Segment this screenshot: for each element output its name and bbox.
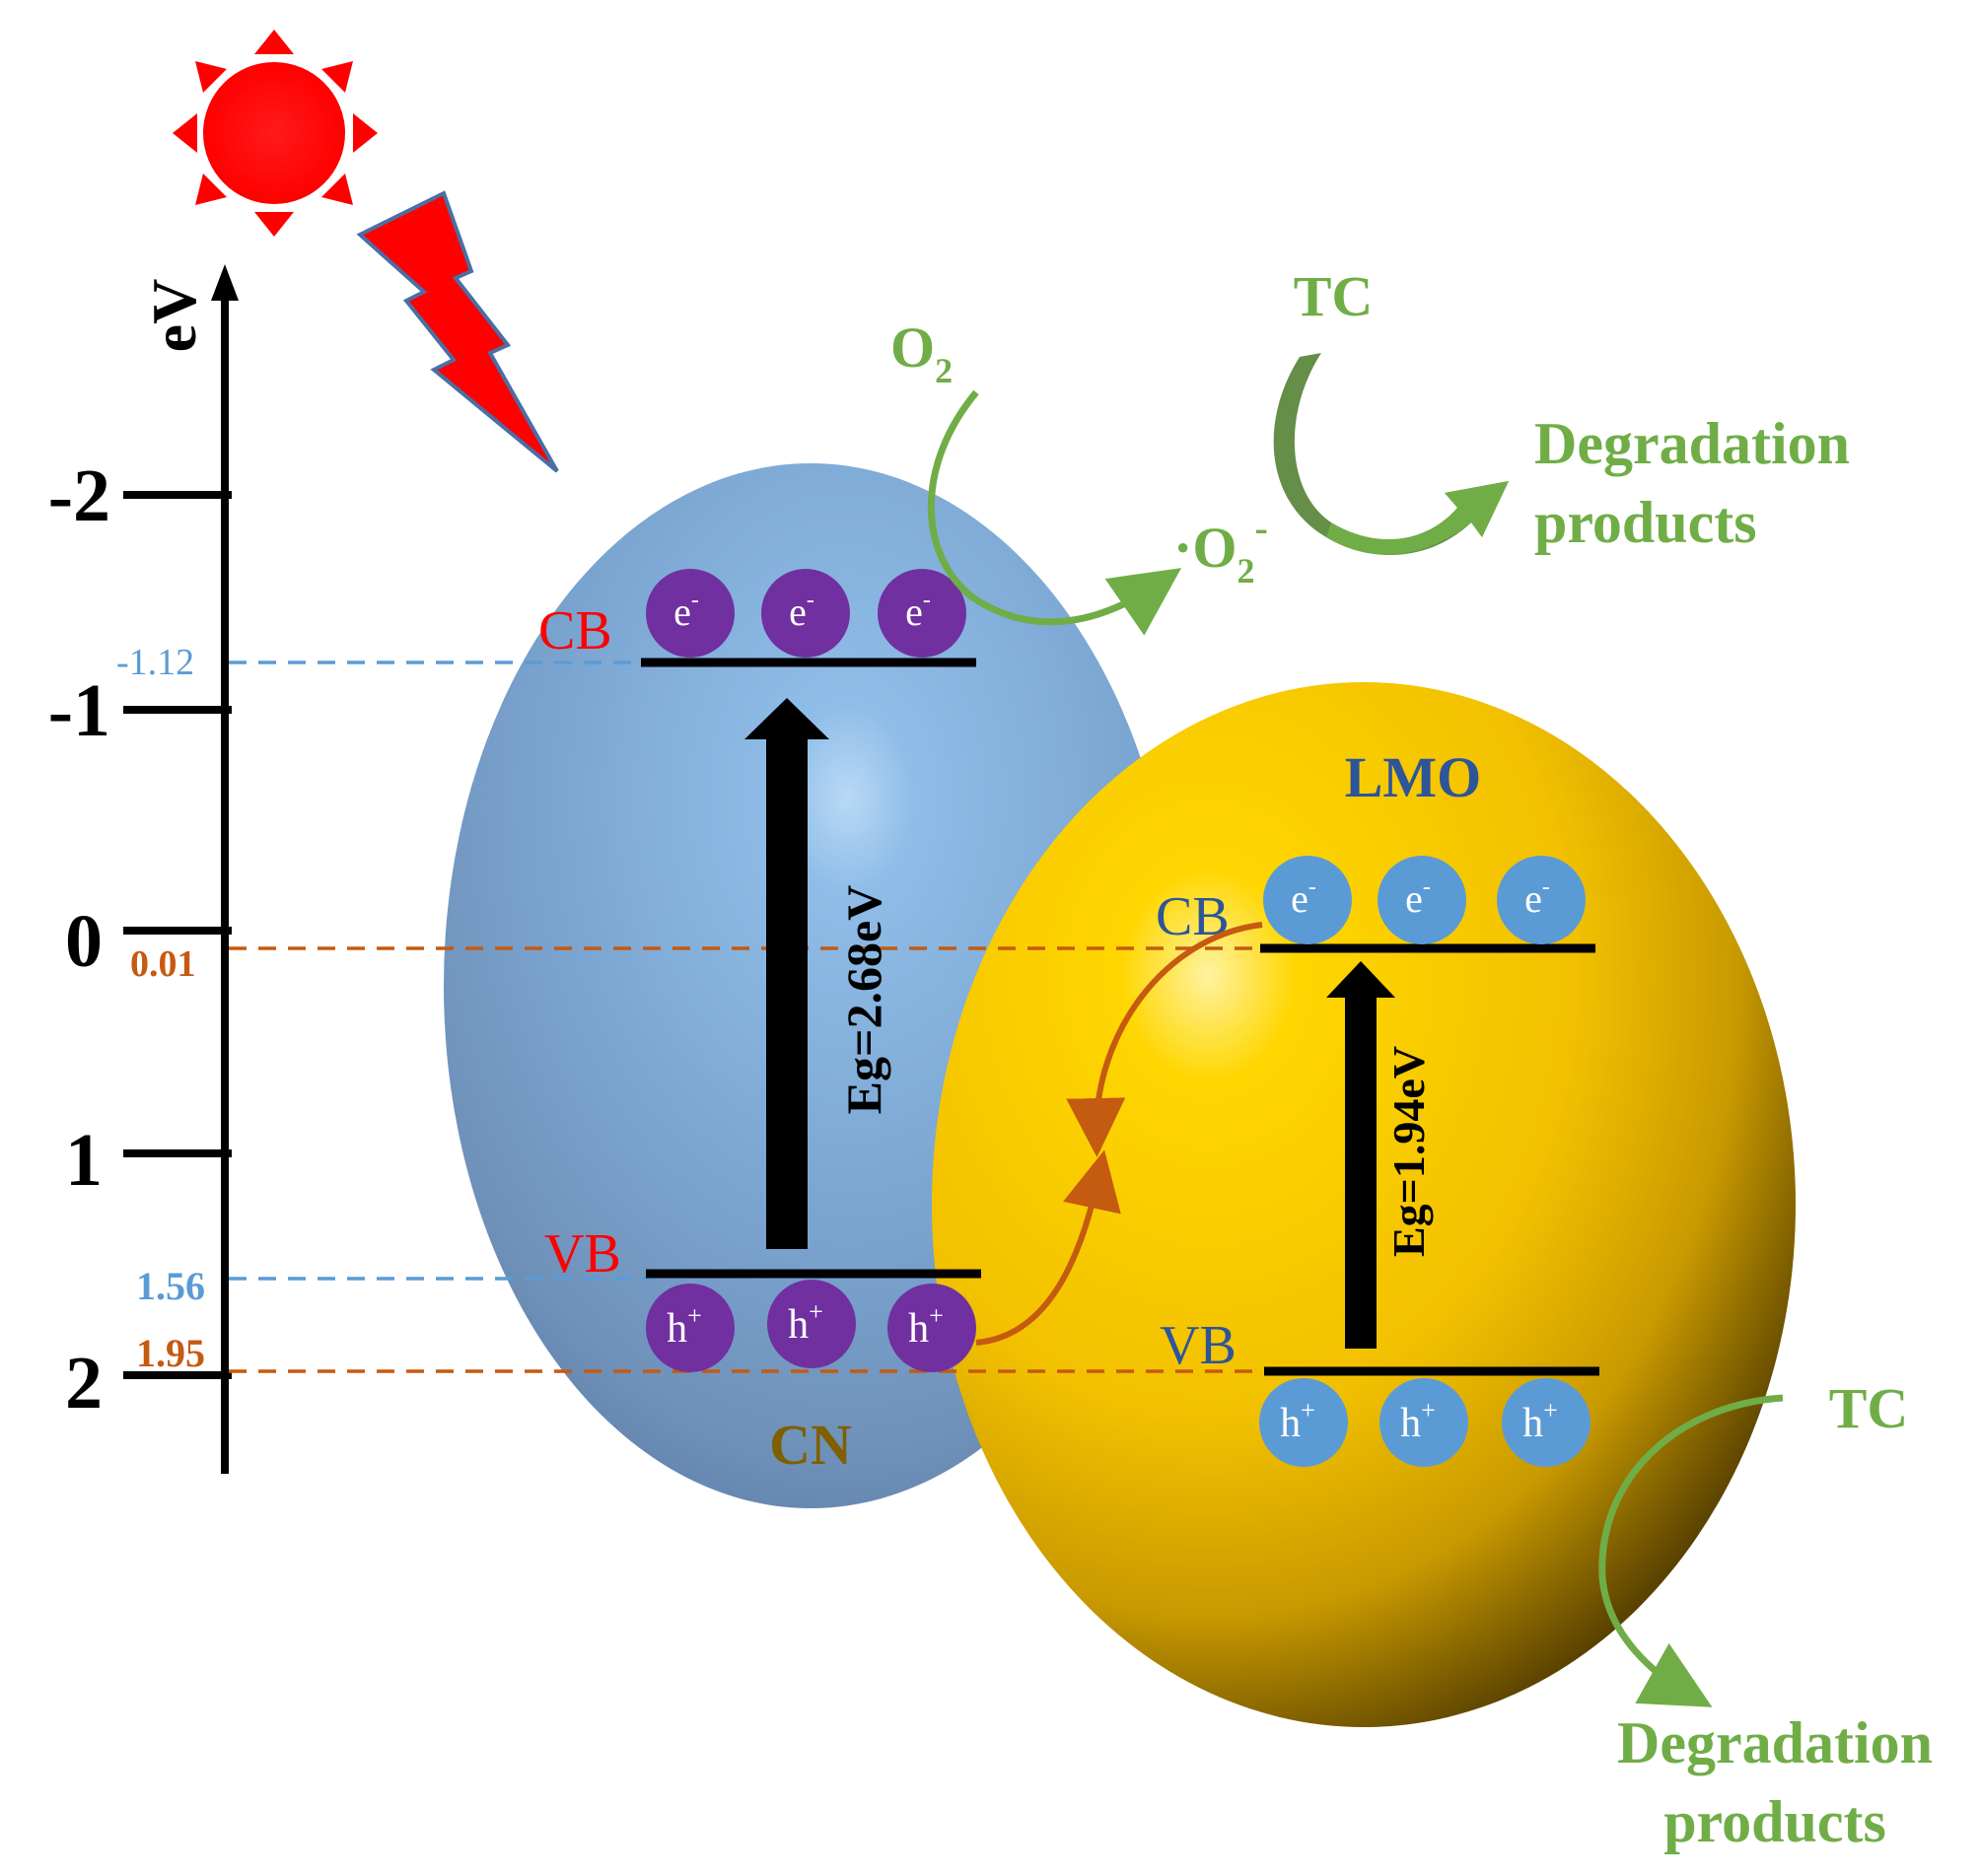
lmo-vb-label: VB: [1160, 1315, 1237, 1376]
svg-text:h+: h+: [667, 1301, 702, 1352]
lightning-icon: [356, 190, 559, 473]
cn-gap-label: Eg=2.68eV: [836, 885, 891, 1115]
energy-axis: eV -2 -1 0 1 2: [48, 264, 239, 1474]
svg-text:e-: e-: [789, 588, 814, 634]
svg-text:h+: h+: [1400, 1396, 1436, 1446]
products-label-top-line1: Degradation: [1534, 411, 1850, 476]
products-label-top-line2: products: [1534, 490, 1757, 555]
hole: h+: [1259, 1378, 1348, 1467]
level-label-lmo-cb: 0.01: [130, 943, 196, 985]
axis-tick-label: 2: [65, 1342, 103, 1424]
axis-tick-label: -2: [48, 454, 110, 537]
hole: h+: [767, 1280, 856, 1368]
cn-vb-label: VB: [544, 1223, 621, 1285]
svg-text:e-: e-: [673, 588, 699, 634]
sun-icon: [173, 30, 378, 237]
tc-label-bottom: TC: [1829, 1376, 1909, 1440]
level-label-cn-vb: 1.56: [136, 1264, 205, 1308]
electron: e-: [646, 569, 735, 658]
tc-degradation-arrow-bottom: [1598, 1394, 1784, 1707]
svg-text:h+: h+: [788, 1297, 823, 1348]
axis-tick-label: 0: [65, 900, 103, 983]
lmo-band-structure: LMO CB VB Eg=1.94eV e- e- e- h+ h+: [1156, 745, 1599, 1467]
svg-text:e-: e-: [1524, 874, 1550, 921]
hole-transfer-arrow: [975, 1149, 1121, 1346]
electron: e-: [1378, 856, 1466, 944]
cn-band-structure: CB VB Eg=2.68eV e- e- e- h+ h+: [538, 569, 981, 1477]
tc-label-top: TC: [1294, 264, 1374, 328]
electron: e-: [761, 569, 850, 658]
axis-tick-label: -1: [48, 669, 110, 752]
tc-degradation-arrow-head: [1326, 481, 1509, 555]
hole: h+: [646, 1284, 735, 1372]
tc-degradation-arrow-top: [1273, 353, 1509, 556]
superoxide-label: ·O2-: [1173, 506, 1268, 591]
svg-text:O2: O2: [890, 315, 953, 390]
electron-transfer-arrow: [1066, 922, 1263, 1157]
level-label-cn-cb: -1.12: [116, 642, 194, 683]
cn-name-label: CN: [769, 1413, 852, 1477]
o2-reduction-arrow: [927, 389, 1182, 636]
electron: e-: [1497, 856, 1586, 944]
products-label-bottom-line2: products: [1663, 1789, 1886, 1854]
svg-text:h+: h+: [1280, 1396, 1315, 1446]
o2-label: O2: [890, 315, 953, 390]
svg-text:e-: e-: [905, 588, 931, 634]
hole: h+: [887, 1284, 976, 1372]
cn-cb-label: CB: [538, 600, 612, 661]
electron: e-: [878, 569, 966, 658]
lmo-gap-label: Eg=1.94eV: [1383, 1046, 1434, 1257]
hole: h+: [1379, 1378, 1468, 1467]
lmo-name-label: LMO: [1345, 745, 1482, 809]
svg-text:e-: e-: [1291, 874, 1316, 921]
svg-text:h+: h+: [908, 1301, 944, 1352]
electron: e-: [1263, 856, 1352, 944]
svg-text:e-: e-: [1405, 874, 1431, 921]
svg-text:h+: h+: [1522, 1396, 1558, 1446]
svg-text:·O2-: ·O2-: [1173, 506, 1268, 591]
products-label-bottom-line1: Degradation: [1617, 1710, 1933, 1775]
axis-tick-label: 1: [65, 1119, 103, 1202]
hole: h+: [1502, 1378, 1591, 1467]
level-label-lmo-vb: 1.95: [136, 1331, 205, 1375]
axis-unit-label: eV: [139, 279, 209, 353]
reference-lines: [229, 660, 1272, 1373]
